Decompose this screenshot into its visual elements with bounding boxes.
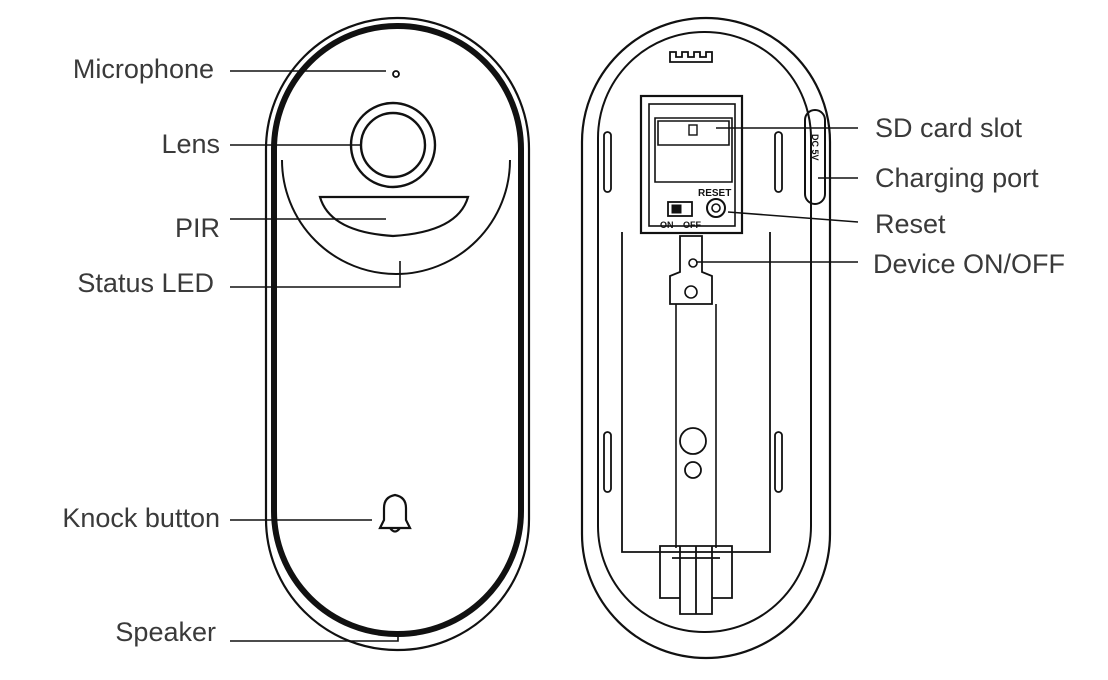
top-clip [669,51,713,63]
leader-speaker [230,632,399,642]
marking-off: OFF [683,220,701,230]
mount-slot [774,131,783,193]
reset-button [706,198,726,218]
leader-lines [230,70,859,642]
label-device-on-off: Device ON/OFF [873,249,1066,279]
lens-inner [359,111,427,179]
mount-slot [603,131,612,193]
module-inner [648,103,736,227]
front-view [264,16,531,652]
label-knock-button: Knock button [62,503,220,533]
strap-hole [688,258,698,268]
marking-dc: DC 5V [810,134,820,161]
back-inner-shell [597,31,812,633]
label-reset: Reset [875,209,946,239]
camera-dome [281,159,511,275]
mount-slot [774,431,783,493]
marking-reset: RESET [698,188,731,199]
front-outer-shell [264,16,531,652]
back-view [580,16,832,660]
module-frame [639,94,744,235]
leader-status-led [230,261,401,288]
strap-hole [684,285,698,299]
knock-bell-icon [378,493,412,533]
on-off-switch-knob [671,204,682,214]
label-sd-card-slot: SD card slot [875,113,1023,143]
charging-port [804,109,826,205]
label-status-led: Status LED [77,268,214,298]
strap [669,235,713,305]
back-outer-shell [580,16,832,660]
pir-sensor [318,195,470,238]
reset-button-center [711,203,721,213]
lens-outer-ring [349,101,437,189]
screw-hole [684,461,702,479]
leader-reset [727,211,859,223]
front-face-panel [271,23,524,637]
label-pir: PIR [174,213,220,243]
screw-hole [679,427,707,455]
on-off-switch [667,201,693,217]
bottom-clip [659,545,733,615]
label-charging-port: Charging port [875,163,1039,193]
sd-card-icon [688,124,698,136]
microphone-hole [392,70,400,78]
marking-on: ON [660,220,674,230]
label-microphone: Microphone [72,54,214,84]
sd-card-slot [654,117,733,183]
battery-compartment [621,232,771,553]
label-speaker: Speaker [115,617,216,647]
mount-slot [603,431,612,493]
label-lens: Lens [161,129,220,159]
